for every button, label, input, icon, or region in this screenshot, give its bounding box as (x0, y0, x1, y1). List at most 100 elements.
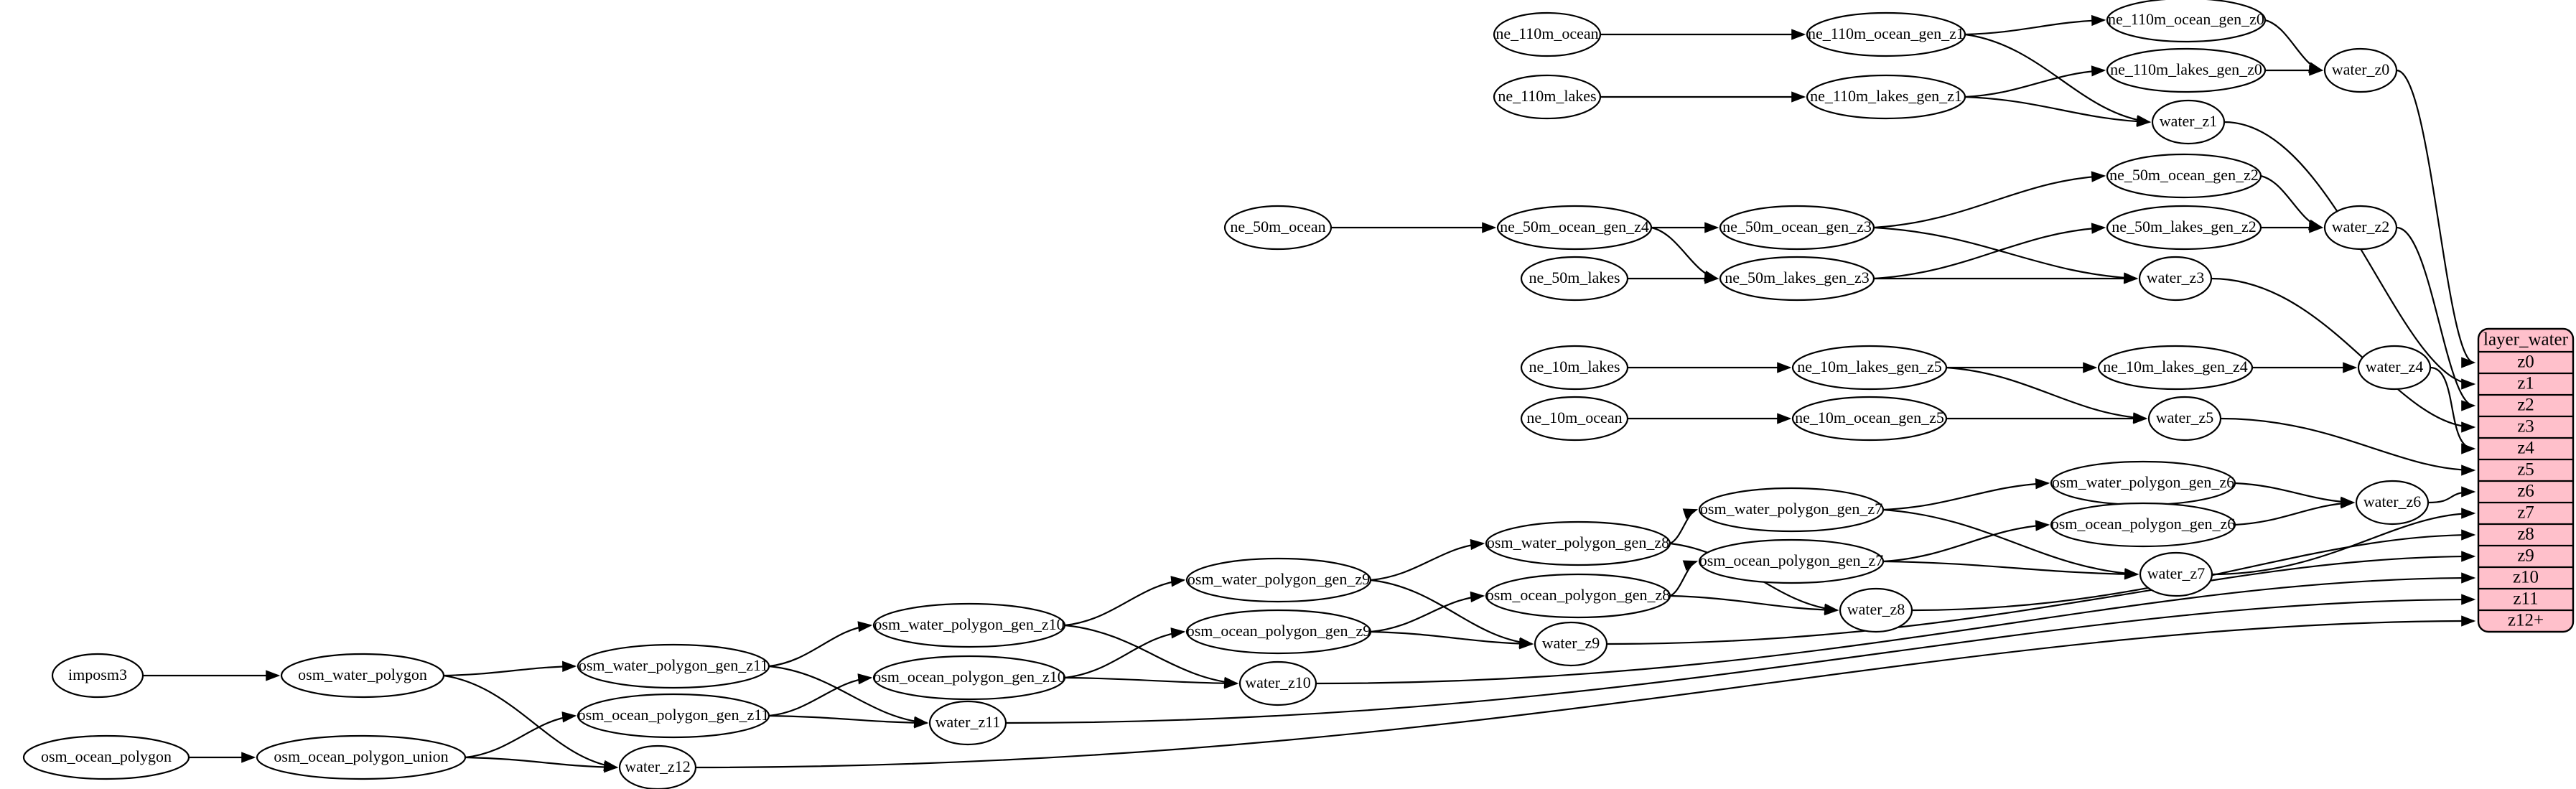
node-osm_ocean_polygon_gen_z6[interactable]: osm_ocean_polygon_gen_z6 (2050, 502, 2236, 548)
node-osm_water_polygon_gen_z11[interactable]: osm_water_polygon_gen_z11 (577, 643, 770, 689)
node-ne_110m_ocean_gen_z0[interactable]: ne_110m_ocean_gen_z0 (2106, 0, 2267, 43)
node-ne_110m_lakes_gen_z0[interactable]: ne_110m_lakes_gen_z0 (2106, 47, 2267, 93)
node-osm_water_polygon_gen_z7[interactable]: osm_water_polygon_gen_z7 (1698, 487, 1885, 533)
node-ne_10m_lakes_gen_z4[interactable]: ne_10m_lakes_gen_z4 (2097, 345, 2254, 391)
edge-water_z10-to-layer_water.z10 (1315, 572, 2476, 685)
node-shape (1238, 660, 1317, 706)
node-ne_10m_ocean[interactable]: ne_10m_ocean (1520, 396, 1629, 442)
node-water_z12[interactable]: water_z12 (618, 744, 697, 789)
node-ne_50m_ocean_gen_z4[interactable]: ne_50m_ocean_gen_z4 (1496, 205, 1653, 251)
node-water_z5[interactable]: water_z5 (2147, 396, 2222, 442)
edge-ne_50m_lakes_gen_z3-to-ne_50m_lakes_gen_z2 (1873, 223, 2106, 280)
node-shape (2147, 396, 2222, 442)
table-row-z2[interactable]: z2 (2517, 396, 2534, 415)
node-label: osm_water_polygon_gen_z9 (1187, 570, 1370, 588)
table-row-z10[interactable]: z10 (2513, 568, 2539, 587)
table-row-z4[interactable]: z4 (2517, 439, 2534, 458)
table-row-z3[interactable]: z3 (2517, 417, 2534, 436)
node-ne_50m_lakes[interactable]: ne_50m_lakes (1520, 256, 1629, 302)
node-water_z2[interactable]: water_z2 (2323, 205, 2398, 251)
node-water_z1[interactable]: water_z1 (2151, 99, 2226, 145)
node-shape (1839, 587, 1913, 633)
node-ne_110m_lakes_gen_z1[interactable]: ne_110m_lakes_gen_z1 (1806, 74, 1966, 120)
edge-water_z9-to-layer_water.z9 (1606, 551, 2476, 645)
node-osm_ocean_polygon[interactable]: osm_ocean_polygon (22, 734, 190, 780)
node-label: osm_ocean_polygon_gen_z8 (1486, 586, 1671, 604)
table-row-z5[interactable]: z5 (2517, 460, 2534, 480)
edge-osm_water_polygon_gen_z9-to-osm_water_polygon_gen_z8 (1370, 538, 1485, 582)
node-ne_10m_lakes_gen_z5[interactable]: ne_10m_lakes_gen_z5 (1791, 345, 1948, 391)
edge-ne_50m_ocean_gen_z4-to-ne_50m_ocean_gen_z3 (1651, 222, 1719, 233)
node-shape (2138, 256, 2213, 302)
edge-ne_110m_ocean-to-ne_110m_ocean_gen_z1 (1600, 29, 1806, 40)
edge-ne_10m_ocean_gen_z5-to-water_z5 (1946, 413, 2148, 424)
node-ne_50m_lakes_gen_z3[interactable]: ne_50m_lakes_gen_z3 (1719, 256, 1875, 302)
node-shape (2323, 47, 2398, 93)
node-water_z11[interactable]: water_z11 (928, 700, 1007, 746)
node-water_z0[interactable]: water_z0 (2323, 47, 2398, 93)
table-row-z7[interactable]: z7 (2517, 503, 2534, 523)
node-label: ne_110m_lakes (1498, 87, 1596, 105)
node-osm_ocean_polygon_gen_z9[interactable]: osm_ocean_polygon_gen_z9 (1185, 609, 1372, 655)
table-row-z6[interactable]: z6 (2517, 482, 2534, 501)
node-label: osm_water_polygon (298, 666, 427, 683)
edge-ne_50m_lakes_gen_z3-to-water_z3 (1874, 273, 2139, 284)
node-ne_110m_ocean_gen_z1[interactable]: ne_110m_ocean_gen_z1 (1806, 11, 1966, 57)
table-row-z11[interactable]: z11 (2513, 589, 2538, 609)
node-osm_ocean_polygon_gen_z11[interactable]: osm_ocean_polygon_gen_z11 (577, 693, 770, 739)
node-osm_water_polygon_gen_z9[interactable]: osm_water_polygon_gen_z9 (1185, 557, 1372, 603)
node-water_z7[interactable]: water_z7 (2139, 551, 2213, 597)
node-label: osm_ocean_polygon_gen_z10 (873, 668, 1065, 686)
node-shape (1520, 256, 1629, 302)
node-ne_50m_ocean_gen_z2[interactable]: ne_50m_ocean_gen_z2 (2106, 153, 2262, 199)
node-ne_50m_lakes_gen_z2[interactable]: ne_50m_lakes_gen_z2 (2106, 205, 2262, 251)
table-row-z8[interactable]: z8 (2517, 525, 2534, 544)
node-label: osm_water_polygon_gen_z11 (579, 656, 768, 674)
node-ne_50m_ocean_gen_z3[interactable]: ne_50m_ocean_gen_z3 (1719, 205, 1875, 251)
node-osm_ocean_polygon_gen_z8[interactable]: osm_ocean_polygon_gen_z8 (1485, 573, 1671, 619)
node-water_z8[interactable]: water_z8 (1839, 587, 1913, 633)
node-shape (618, 744, 697, 789)
node-label: ne_10m_ocean_gen_z5 (1795, 408, 1944, 426)
node-ne_10m_ocean_gen_z5[interactable]: ne_10m_ocean_gen_z5 (1791, 396, 1948, 442)
node-shape (928, 700, 1007, 746)
node-shape (280, 653, 445, 699)
node-label: water_z7 (2147, 564, 2206, 582)
node-ne_10m_lakes[interactable]: ne_10m_lakes (1520, 345, 1629, 391)
node-osm_water_polygon_gen_z10[interactable]: osm_water_polygon_gen_z10 (872, 602, 1066, 648)
node-osm_ocean_polygon_gen_z7[interactable]: osm_ocean_polygon_gen_z7 (1698, 538, 1885, 584)
table-row-z0[interactable]: z0 (2517, 353, 2534, 372)
node-water_z9[interactable]: water_z9 (1534, 621, 1608, 667)
node-water_z4[interactable]: water_z4 (2357, 345, 2432, 391)
node-label: osm_ocean_polygon_union (274, 747, 448, 765)
node-water_z6[interactable]: water_z6 (2355, 480, 2430, 526)
edge-osm_water_polygon_gen_z11-to-osm_water_polygon_gen_z10 (768, 621, 873, 668)
layer-water-table-header: layer_water (2483, 330, 2569, 350)
node-osm_water_polygon_gen_z6[interactable]: osm_water_polygon_gen_z6 (2050, 460, 2236, 506)
node-water_z10[interactable]: water_z10 (1238, 660, 1317, 706)
edge-ne_50m_ocean-to-ne_50m_ocean_gen_z4 (1331, 222, 1497, 233)
node-osm_water_polygon[interactable]: osm_water_polygon (280, 653, 445, 699)
edge-osm_ocean_polygon_gen_z9-to-osm_ocean_polygon_gen_z8 (1370, 591, 1485, 633)
node-shape (2323, 205, 2398, 251)
node-ne_110m_lakes[interactable]: ne_110m_lakes (1493, 74, 1602, 120)
node-ne_110m_ocean[interactable]: ne_110m_ocean (1493, 11, 1602, 57)
table-row-z1[interactable]: z1 (2517, 374, 2534, 393)
node-label: water_z10 (1245, 673, 1311, 691)
node-osm_ocean_polygon_gen_z10[interactable]: osm_ocean_polygon_gen_z10 (872, 655, 1066, 701)
node-shape (2151, 99, 2226, 145)
node-shape (577, 643, 770, 689)
node-osm_water_polygon_gen_z8[interactable]: osm_water_polygon_gen_z8 (1485, 520, 1671, 566)
node-water_z3[interactable]: water_z3 (2138, 256, 2213, 302)
node-imposm3[interactable]: imposm3 (51, 653, 144, 699)
table-row-z9[interactable]: z9 (2517, 546, 2534, 566)
node-shape (872, 655, 1066, 701)
node-ne_50m_ocean[interactable]: ne_50m_ocean (1223, 205, 1333, 251)
node-shape (22, 734, 190, 780)
node-shape (1698, 487, 1885, 533)
node-shape (2357, 345, 2432, 391)
node-osm_ocean_polygon_union[interactable]: osm_ocean_polygon_union (256, 734, 467, 780)
table-row-z12+[interactable]: z12+ (2508, 611, 2544, 630)
node-label: ne_10m_ocean (1526, 408, 1622, 426)
